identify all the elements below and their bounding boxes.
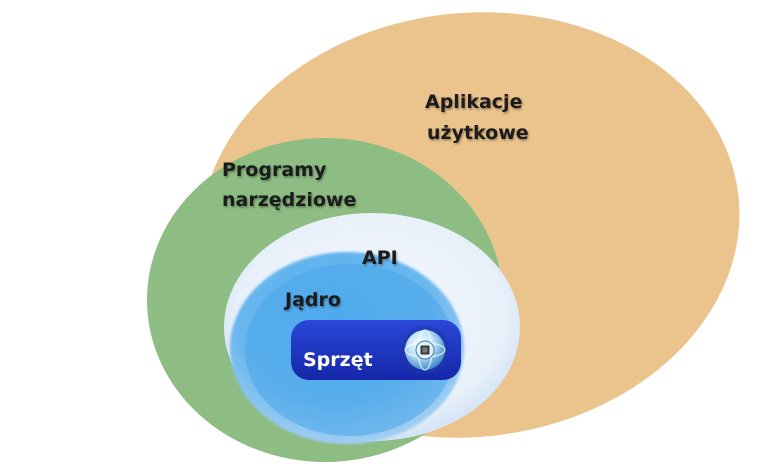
- api-label: API: [362, 247, 398, 269]
- globe-chip-icon: [401, 326, 449, 374]
- tools-label: Programy narzędziowe: [222, 159, 356, 211]
- hardware-label: Sprzęt: [303, 349, 373, 371]
- kernel-label: Jądro: [283, 289, 341, 311]
- apps-label: Aplikacje użytkowe: [425, 91, 529, 144]
